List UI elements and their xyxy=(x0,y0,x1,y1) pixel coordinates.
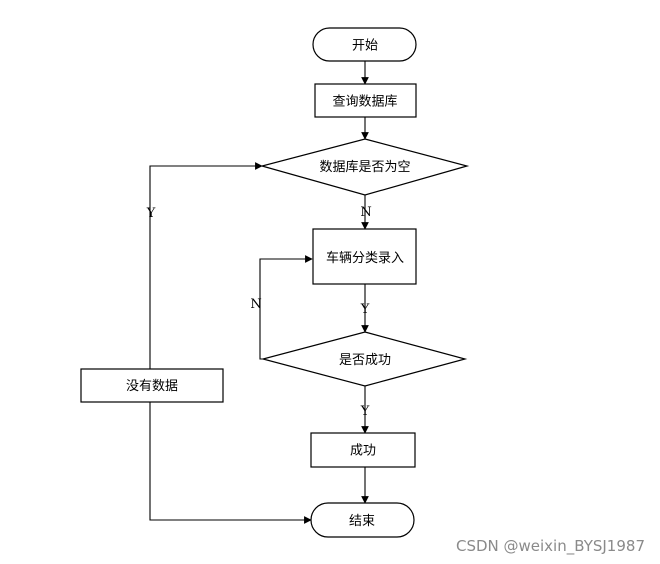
vehicle-entry-label: 车辆分类录入 xyxy=(326,250,404,266)
edge-label-success-no: N xyxy=(250,297,261,312)
is-success-decision: 是否成功 xyxy=(260,331,468,387)
success-node: 成功 xyxy=(310,432,416,468)
no-data-node: 没有数据 xyxy=(80,368,224,403)
db-empty-decision: 数据库是否为空 xyxy=(259,138,470,196)
is-success-label: 是否成功 xyxy=(339,353,391,368)
end-label: 结束 xyxy=(349,514,375,529)
no-data-label: 没有数据 xyxy=(126,379,178,394)
db-empty-label: 数据库是否为空 xyxy=(319,159,410,175)
watermark: CSDN @weixin_BYSJ1987 xyxy=(456,537,645,556)
start-label: 开始 xyxy=(352,39,378,54)
edge-label-entry-yes: Y xyxy=(360,302,370,317)
end-node: 结束 xyxy=(310,502,415,538)
edge-label-db-empty-no: N xyxy=(360,205,371,220)
success-label: 成功 xyxy=(350,444,376,459)
start-node: 开始 xyxy=(312,27,417,62)
query-db-label: 查询数据库 xyxy=(332,94,397,110)
edge-no-data-to-end xyxy=(149,402,312,524)
edge-retry-loop xyxy=(259,255,313,360)
edge-label-db-empty-yes: Y xyxy=(146,206,156,221)
query-db-node: 查询数据库 xyxy=(314,83,417,118)
edge-label-success-yes: Y xyxy=(360,404,370,419)
vehicle-entry-node: 车辆分类录入 xyxy=(312,228,417,285)
edge-no-data-to-decision xyxy=(149,162,263,369)
